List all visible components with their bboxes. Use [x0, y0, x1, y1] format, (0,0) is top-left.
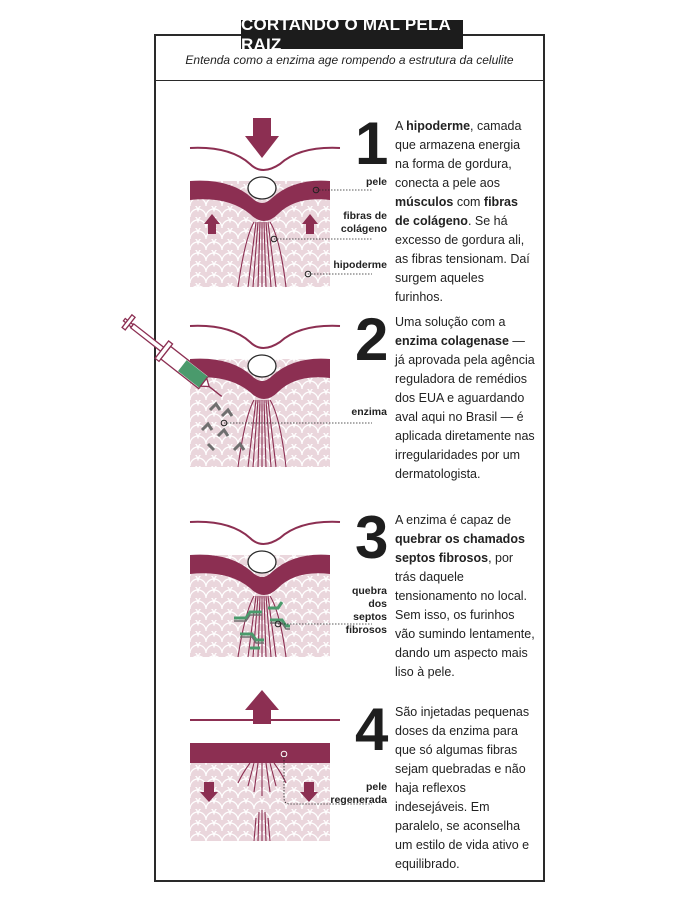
label-quebra-septos: quebra dos septos fibrosos — [345, 585, 387, 636]
infographic-title: CORTANDO O MAL PELA RAIZ — [241, 15, 463, 54]
step-3-illustration — [189, 510, 372, 660]
step-1-number: 1 — [355, 110, 388, 177]
step-3-text: A enzima é capaz de quebrar os chamados … — [395, 513, 535, 679]
step-4-number: 4 — [355, 696, 388, 763]
label-hipoderme: hipoderme — [333, 259, 387, 271]
step-4-text: São injetadas pequenas doses da enzima p… — [395, 705, 530, 871]
label-fibras-colageno: fibras de colágeno — [340, 210, 387, 235]
label-pele-regenerada: pele regenerada — [330, 781, 387, 806]
label-pele: pele — [365, 176, 387, 188]
step-2-illustration — [110, 312, 372, 472]
infographic-subtitle: Entenda como a enzima age rompendo a est… — [185, 53, 514, 67]
step-2-number: 2 — [355, 306, 388, 373]
step-4-illustration — [190, 688, 372, 848]
step-3-number: 3 — [355, 504, 388, 571]
label-enzima: enzima — [351, 406, 387, 418]
subtitle-divider — [156, 80, 543, 81]
step-2-text: Uma solução com a enzima colagenase — já… — [395, 315, 535, 481]
step-1-text: A hipoderme, camada que armazena energia… — [395, 119, 530, 304]
step-1-illustration — [189, 118, 372, 290]
